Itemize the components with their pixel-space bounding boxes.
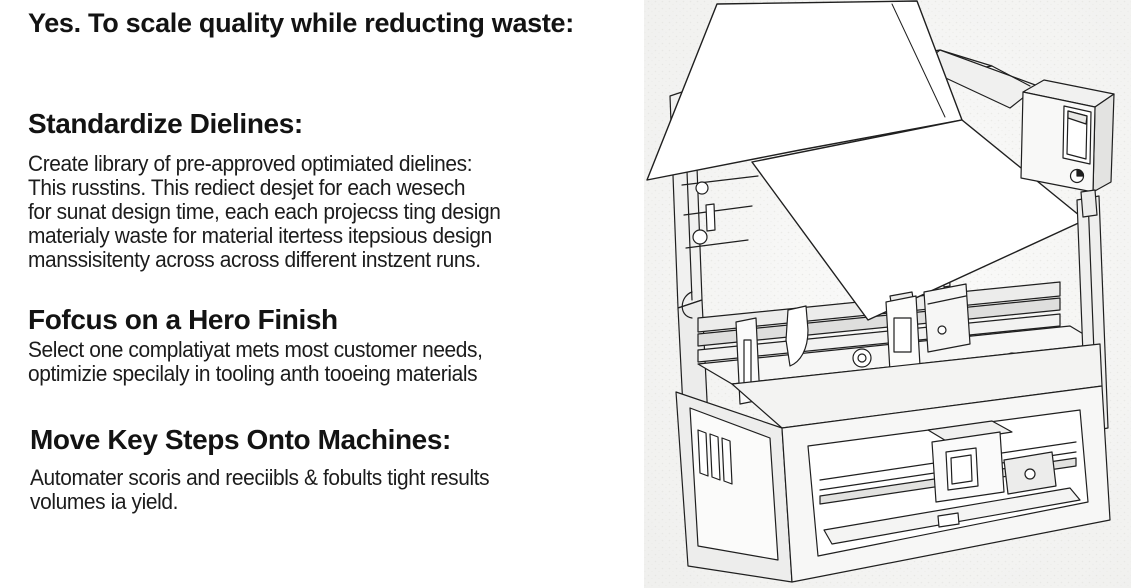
body-line: materialy waste for material itertess it… (28, 223, 492, 248)
body-line: This russtins. This rediect desjet for e… (28, 175, 466, 200)
control-panel (1020, 79, 1115, 433)
text-column: Yes. To scale quality while reducting wa… (28, 8, 574, 514)
section-body-standardize-dielines: Create library of pre-approved optimiate… (28, 151, 501, 272)
body-line: Automater scoris and reeciibls & fobults… (30, 465, 490, 490)
body-line: manssisitenty across across different in… (28, 247, 481, 272)
body-line: optimizie specilaly in tooling anth tooe… (28, 361, 478, 386)
section-heading-key-steps: Move Key Steps Onto Machines: (30, 424, 451, 455)
body-line: Create library of pre-approved optimiate… (28, 151, 473, 176)
body-line: volumes ia yield. (30, 489, 179, 514)
body-line: for sunat design time, each each projecs… (28, 199, 501, 224)
section-heading-standardize-dielines: Standardize Dielines: (28, 108, 303, 139)
body-line: Select one complatiyat mets most custome… (28, 337, 483, 362)
section-heading-hero-finish: Fofcus on a Hero Finish (28, 304, 338, 335)
machine-illustration (644, 0, 1131, 588)
paper-sheets (646, 0, 1086, 321)
machine-cabinet (675, 343, 1111, 583)
page-title: Yes. To scale quality while reducting wa… (28, 8, 574, 38)
section-body-hero-finish: Select one complatiyat mets most custome… (28, 338, 483, 386)
section-body-key-steps: Automater scoris and reeciibls & fobults… (30, 465, 490, 514)
illustration-panel (640, 0, 1131, 588)
